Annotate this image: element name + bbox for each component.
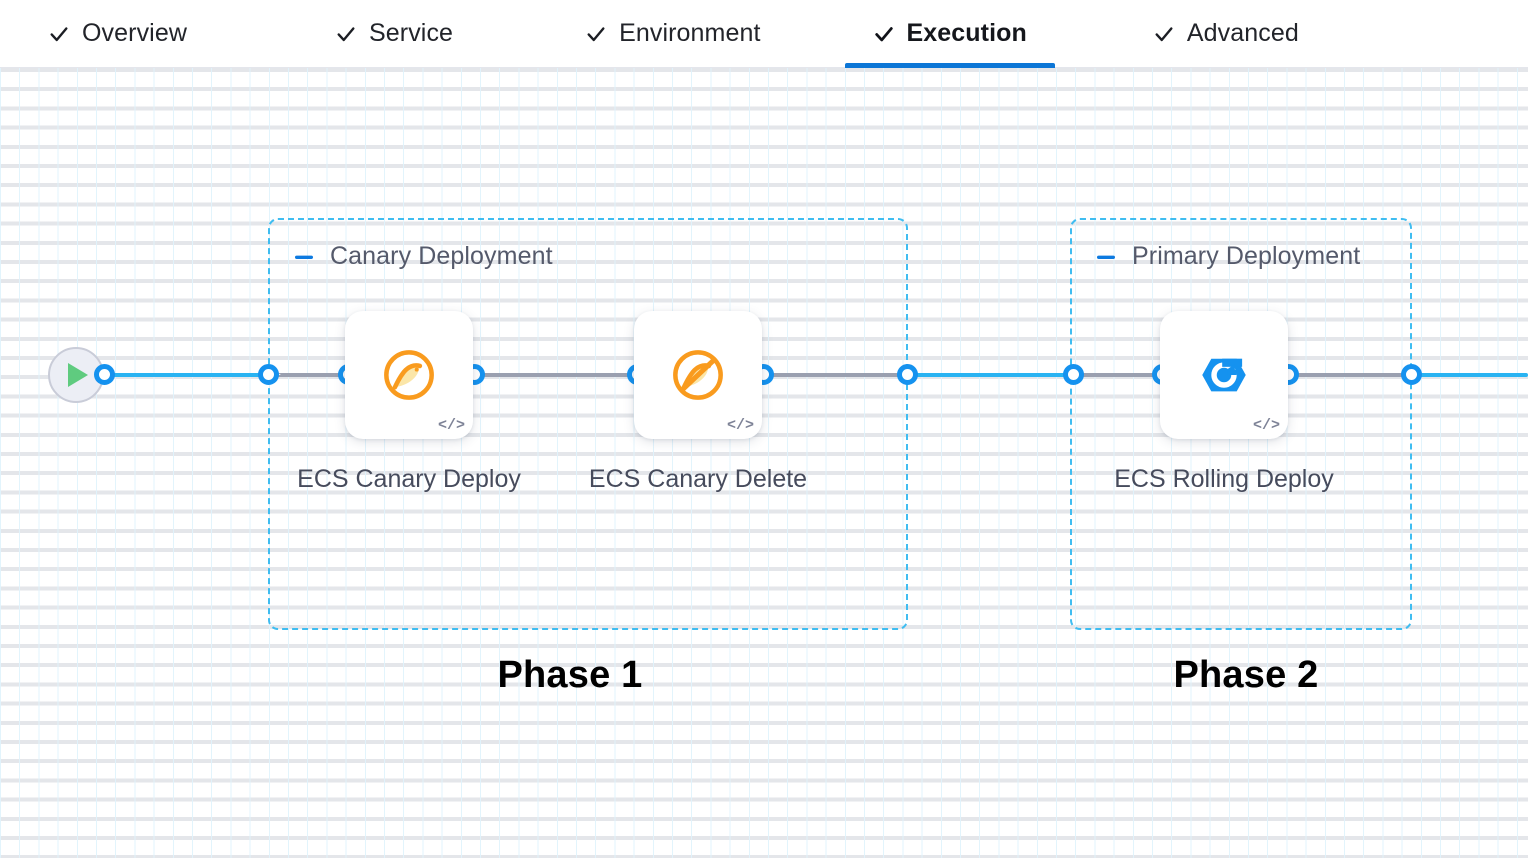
canary-delete-icon: [673, 350, 723, 400]
group-primary-deployment[interactable]: Primary Deployment: [1070, 218, 1412, 630]
check-icon: [335, 23, 357, 45]
check-icon: [585, 23, 607, 45]
code-badge[interactable]: </>: [1252, 417, 1280, 434]
group-title: Canary Deployment: [330, 242, 553, 270]
group-title: Primary Deployment: [1132, 242, 1361, 270]
tab-label: Environment: [619, 19, 761, 47]
pipeline-canvas[interactable]: Canary Deployment Primary Deployment: [0, 68, 1528, 858]
canary-deploy-icon: [384, 350, 434, 400]
connector-dot[interactable]: [258, 364, 279, 385]
phase-annotation-2: Phase 2: [1173, 654, 1319, 696]
tab-execution[interactable]: Execution: [844, 0, 1056, 68]
check-icon: [48, 23, 70, 45]
tab-environment[interactable]: Environment: [557, 0, 788, 68]
connector-dot[interactable]: [1063, 364, 1084, 385]
edge-dashed-5: [1293, 373, 1412, 377]
code-badge[interactable]: </>: [437, 417, 465, 434]
step-card-ecs-canary-deploy[interactable]: </>: [345, 311, 473, 439]
pipeline-tab-bar: Overview Service Environment: [0, 0, 1528, 68]
tab-service[interactable]: Service: [307, 0, 481, 68]
edge-dashed-4: [1079, 373, 1163, 377]
check-icon: [873, 23, 895, 45]
group-header[interactable]: Canary Deployment: [292, 242, 553, 271]
tab-label: Execution: [906, 19, 1027, 47]
step-card-ecs-canary-delete[interactable]: </>: [634, 311, 762, 439]
tab-label: Overview: [82, 19, 187, 47]
minus-icon[interactable]: [1094, 245, 1118, 269]
tab-label: Service: [369, 19, 454, 47]
minus-icon[interactable]: [292, 245, 316, 269]
edge-dashed-1: [276, 373, 350, 377]
tab-overview[interactable]: Overview: [20, 0, 215, 68]
check-icon: [1153, 23, 1175, 45]
code-badge[interactable]: </>: [726, 417, 754, 434]
tab-label: Advanced: [1186, 19, 1299, 47]
step-label-ecs-canary-deploy: ECS Canary Deploy: [297, 465, 521, 493]
group-header[interactable]: Primary Deployment: [1094, 242, 1360, 271]
edge-solid-mid: [910, 373, 1074, 377]
step-label-ecs-canary-delete: ECS Canary Delete: [588, 465, 808, 493]
rolling-deploy-icon: [1202, 358, 1246, 392]
connector-dot[interactable]: [897, 364, 918, 385]
group-canary-deployment[interactable]: Canary Deployment: [268, 218, 908, 630]
edge-solid-start: [104, 373, 272, 377]
step-card-ecs-rolling-deploy[interactable]: </>: [1160, 311, 1288, 439]
phase-annotation-1: Phase 1: [497, 654, 643, 696]
step-label-ecs-rolling-deploy: ECS Rolling Deploy: [1114, 465, 1334, 493]
edge-solid-end: [1414, 373, 1528, 377]
tab-advanced[interactable]: Advanced: [1125, 0, 1327, 68]
edge-dashed-3: [768, 373, 908, 377]
edge-dashed-2: [480, 373, 638, 377]
play-icon: [68, 363, 88, 387]
connector-dot[interactable]: [1401, 364, 1422, 385]
connector-dot[interactable]: [94, 364, 115, 385]
